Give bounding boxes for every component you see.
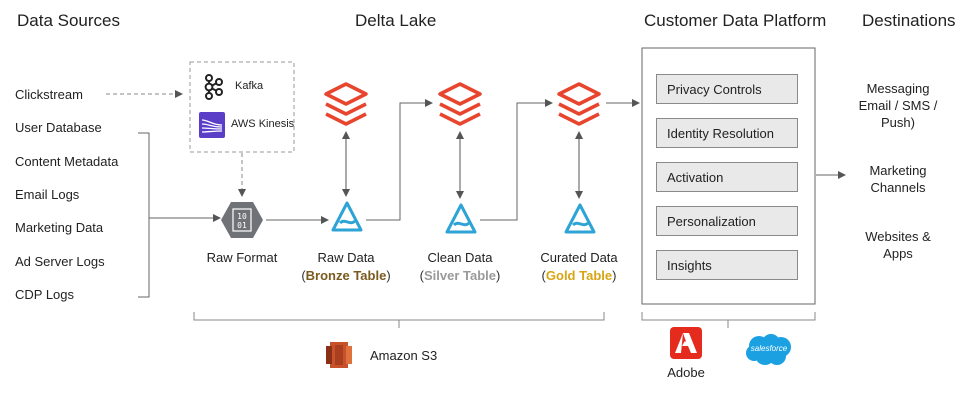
aws-kinesis-label: AWS Kinesis	[231, 118, 295, 130]
aws-kinesis-icon	[199, 112, 225, 138]
silver-to-gold-arrow	[480, 99, 553, 221]
svg-text:10: 10	[237, 212, 247, 221]
gold-table-label: (Gold Table)	[541, 268, 617, 283]
databricks-bronze-icon	[323, 82, 369, 135]
header-destinations: Destinations	[862, 11, 956, 30]
bronze-table-label: (Bronze Table)	[301, 268, 391, 283]
delta-lake-brace	[193, 312, 605, 328]
source-cdp-logs: CDP Logs	[15, 287, 75, 302]
source-user-database: User Database	[15, 120, 102, 135]
destination-websites-apps: Websites & Apps	[865, 229, 931, 261]
source-content-metadata: Content Metadata	[15, 154, 119, 169]
source-marketing-data: Marketing Data	[15, 220, 104, 235]
delta-bronze-icon	[330, 200, 364, 239]
amazon-s3-label: Amazon S3	[370, 348, 438, 363]
curated-data-label: Curated Data	[540, 250, 618, 265]
svg-text:01: 01	[237, 221, 247, 230]
kafka-icon	[201, 74, 225, 100]
cdp-item-identity-resolution: Identity Resolution	[656, 118, 798, 148]
cdp-item-personalization: Personalization	[656, 206, 798, 236]
header-data-sources: Data Sources	[17, 11, 120, 30]
cdp-brace	[641, 312, 816, 328]
clean-data-label: Clean Data	[427, 250, 493, 265]
raw-format-icon: 10 01	[220, 201, 264, 239]
silver-table-label: (Silver Table)	[419, 268, 501, 283]
header-cdp: Customer Data Platform	[644, 11, 827, 30]
kafka-label: Kafka	[235, 80, 264, 92]
source-ad-server-logs: Ad Server Logs	[15, 254, 105, 269]
sources-bracket	[138, 132, 150, 298]
streaming-box	[189, 61, 295, 153]
destination-messaging: Messaging Email / SMS / Push)	[858, 81, 938, 130]
source-clickstream: Clickstream	[15, 87, 83, 102]
bronze-to-silver-arrow	[366, 99, 433, 221]
header-delta-lake: Delta Lake	[355, 11, 437, 30]
salesforce-icon	[743, 332, 795, 373]
adobe-icon	[670, 327, 702, 359]
databricks-silver-icon	[437, 82, 483, 135]
raw-format-label: Raw Format	[206, 250, 278, 265]
cdp-item-insights: Insights	[656, 250, 798, 280]
source-email-logs: Email Logs	[15, 187, 80, 202]
delta-silver-icon	[444, 202, 478, 241]
databricks-gold-icon	[556, 82, 602, 135]
adobe-label: Adobe	[667, 365, 705, 380]
amazon-s3-icon	[326, 340, 352, 375]
destination-marketing-channels: Marketing Channels	[869, 163, 927, 195]
raw-data-label: Raw Data	[317, 250, 375, 265]
cdp-item-privacy-controls: Privacy Controls	[656, 74, 798, 104]
salesforce-wordmark: salesforce	[750, 344, 788, 353]
cdp-item-activation: Activation	[656, 162, 798, 192]
delta-gold-icon	[563, 202, 597, 241]
